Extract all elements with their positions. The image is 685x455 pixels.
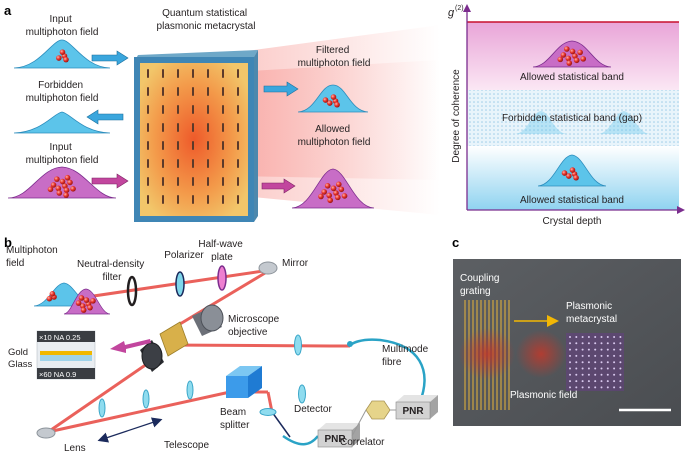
plasmonic-metacrystal-label: Plasmonic metacrystal xyxy=(566,301,617,325)
band-diagram: Allowed statistical band Forbidden stati… xyxy=(448,4,685,227)
y-axis-arrowhead xyxy=(463,4,471,12)
metacrystal-slab xyxy=(134,50,258,222)
plasmonic-field-label: Plasmonic field xyxy=(510,390,577,401)
half-wave-plate xyxy=(217,265,227,291)
metacrystal-resonator-array xyxy=(569,336,622,389)
neutral-density-filter xyxy=(126,275,138,307)
pnr-detector-left: PNR xyxy=(317,423,360,448)
detector-label: Detector xyxy=(294,404,332,415)
gold-label: Gold xyxy=(8,347,28,358)
filtered-photon-packet xyxy=(297,84,369,113)
polarizer xyxy=(175,271,185,297)
telescope-label: Telescope xyxy=(164,440,209,451)
band-packet-bottom xyxy=(537,154,607,187)
fibre-coupler xyxy=(347,341,353,347)
multimode-fibre-label: Multimode fibre xyxy=(382,344,431,368)
neutral-density-filter-label: Neutral-density filter xyxy=(77,259,147,283)
forbidden-return-arrow xyxy=(86,109,124,125)
input-arrow-top xyxy=(91,50,129,66)
panel-c-letter: c xyxy=(452,235,459,250)
detector-fibre-left xyxy=(271,411,291,438)
fibre-left xyxy=(282,434,319,446)
allowed-field-label: Allowed multiphoton field xyxy=(298,124,371,148)
grating-plasmon-glow xyxy=(459,328,515,380)
sem-image: Coupling grating Plasmonic metacrystal P… xyxy=(453,259,681,426)
pnr-right-label: PNR xyxy=(402,406,424,417)
allowed-band-top-label: Allowed statistical band xyxy=(520,72,624,83)
telescope-lenses xyxy=(98,380,194,418)
pnr-detector-right: PNR xyxy=(395,395,438,420)
forbidden-photon-packet xyxy=(13,111,111,134)
x-axis-arrowhead xyxy=(677,206,685,214)
filtered-arrow xyxy=(263,81,299,97)
x-axis-label: Crystal depth xyxy=(543,216,602,227)
forbidden-band-label: Forbidden statistical band (gap) xyxy=(502,113,642,124)
beam-splitter-label: Beam splitter xyxy=(220,407,250,431)
coupling-grating-label: Coupling grating xyxy=(460,273,502,297)
metacrystal-resonators xyxy=(147,69,239,204)
sample-inset: ×10 NA 0.25 ×60 NA 0.9 xyxy=(36,330,96,380)
filtered-field-label: Filtered multiphoton field xyxy=(298,45,371,69)
multimode-fibre xyxy=(351,338,426,403)
metacrystal-title: Quantum statistical plasmonic metacrysta… xyxy=(157,8,256,32)
allowed-photon-packet xyxy=(291,168,375,209)
photon-packets-b xyxy=(33,282,111,315)
correlator-label: Correlator xyxy=(340,437,385,448)
lens-right xyxy=(298,384,306,404)
beam-splitter-cube xyxy=(226,366,262,398)
y-axis-symbol: g xyxy=(448,7,455,19)
input-arrow-bottom xyxy=(91,173,129,189)
band-ghost-packet-left xyxy=(515,111,567,134)
input-field-top-label: Input multiphoton field xyxy=(26,14,99,38)
microscope-objective-top xyxy=(192,304,224,336)
panel-b-letter: b xyxy=(4,235,12,250)
y-axis-superscript: (2) xyxy=(455,5,464,12)
multiphoton-field-label: Multiphoton field xyxy=(6,245,60,269)
laser-beam-path xyxy=(47,268,350,434)
input-photon-packet-bottom xyxy=(7,166,117,199)
objective-top-label: ×10 NA 0.25 xyxy=(39,333,81,342)
panel-a-letter: a xyxy=(4,3,12,18)
input-field-bottom-label: Input multiphoton field xyxy=(26,142,99,166)
microscope-objective-bottom xyxy=(140,340,164,372)
microscope-objective-label: Microscope objective xyxy=(228,314,282,338)
mirror-top xyxy=(258,261,278,275)
allowed-band-bottom-label: Allowed statistical band xyxy=(520,195,624,206)
band-ghost-packet-right xyxy=(598,111,650,134)
half-wave-plate-label: Half-wave plate xyxy=(198,239,245,263)
sample-chip xyxy=(159,321,189,357)
mirror-label: Mirror xyxy=(282,258,309,269)
input-photon-packet-top xyxy=(13,39,111,69)
correlator-box xyxy=(351,400,396,437)
band-packet-top xyxy=(532,40,612,68)
plasmonic-field-glow xyxy=(516,330,566,378)
allowed-arrow xyxy=(261,178,296,194)
forbidden-band-gap xyxy=(467,90,679,146)
lens-detector xyxy=(259,408,277,416)
sample-inset-arrow xyxy=(110,339,151,353)
telescope-arrow xyxy=(97,417,163,443)
lens-collimator xyxy=(294,334,302,356)
glass-label: Glass xyxy=(8,359,33,370)
lens-label: Lens xyxy=(64,443,86,454)
pnr-left-label: PNR xyxy=(324,434,346,445)
polarizer-label: Polarizer xyxy=(164,250,204,261)
y-axis-label: Degree of coherence xyxy=(451,69,462,163)
objective-bottom-label: ×60 NA 0.9 xyxy=(39,370,76,379)
mirror-bottom xyxy=(36,427,56,439)
forbidden-field-label: Forbidden multiphoton field xyxy=(26,80,99,104)
